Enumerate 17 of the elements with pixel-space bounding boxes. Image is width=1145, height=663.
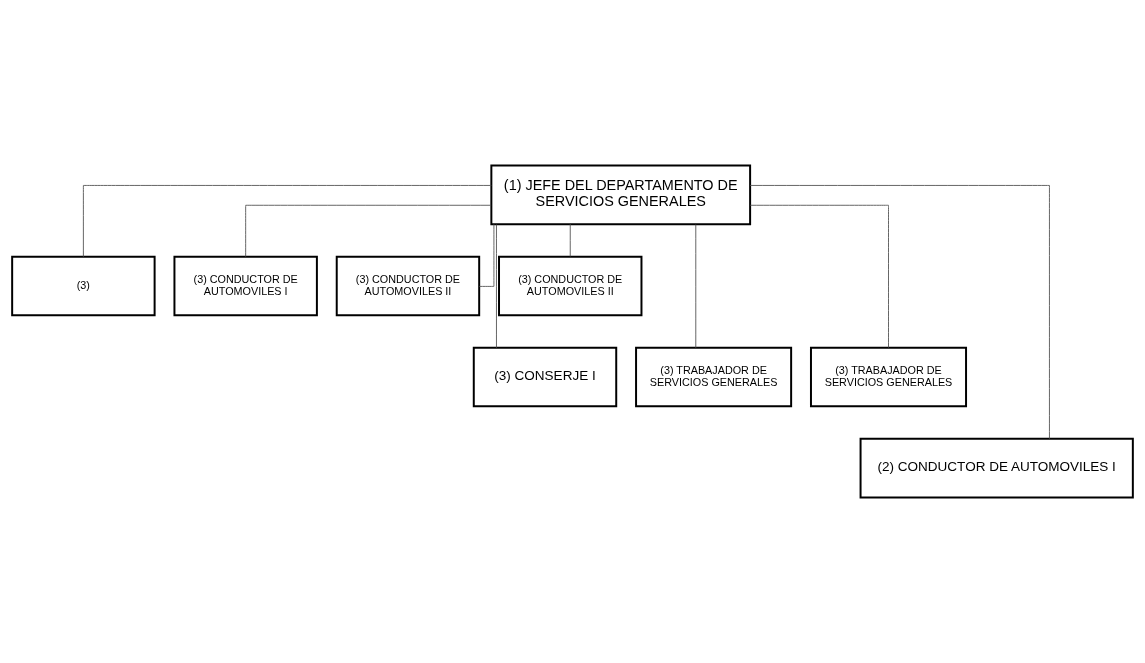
connector [569,223,571,257]
node-box: (3) CONDUCTOR DE AUTOMOVILES I [173,255,318,317]
connector [749,204,889,348]
node-box: (3) CONSERJE I [472,346,618,408]
connector [82,185,492,258]
node-box: (3) CONDUCTOR DE AUTOMOVILES II [335,255,481,317]
connector [245,204,492,258]
connector [478,223,495,287]
node-box: (1) JEFE DEL DEPARTAMENTO DE SERVICIOS GENERALES [490,164,752,226]
node-box: (2) CONDUCTOR DE AUTOMOVILES I [859,437,1134,499]
connector [749,185,1050,440]
node-box: (3) TRABAJADOR DE SERVICIOS GENERALES [810,346,968,408]
connector [695,224,697,349]
node-box: (3) TRABAJADOR DE SERVICIOS GENERALES [635,346,793,408]
connector [496,224,497,349]
node-box: (3) [11,255,156,317]
node-box: (3) CONDUCTOR DE AUTOMOVILES II [498,255,643,317]
